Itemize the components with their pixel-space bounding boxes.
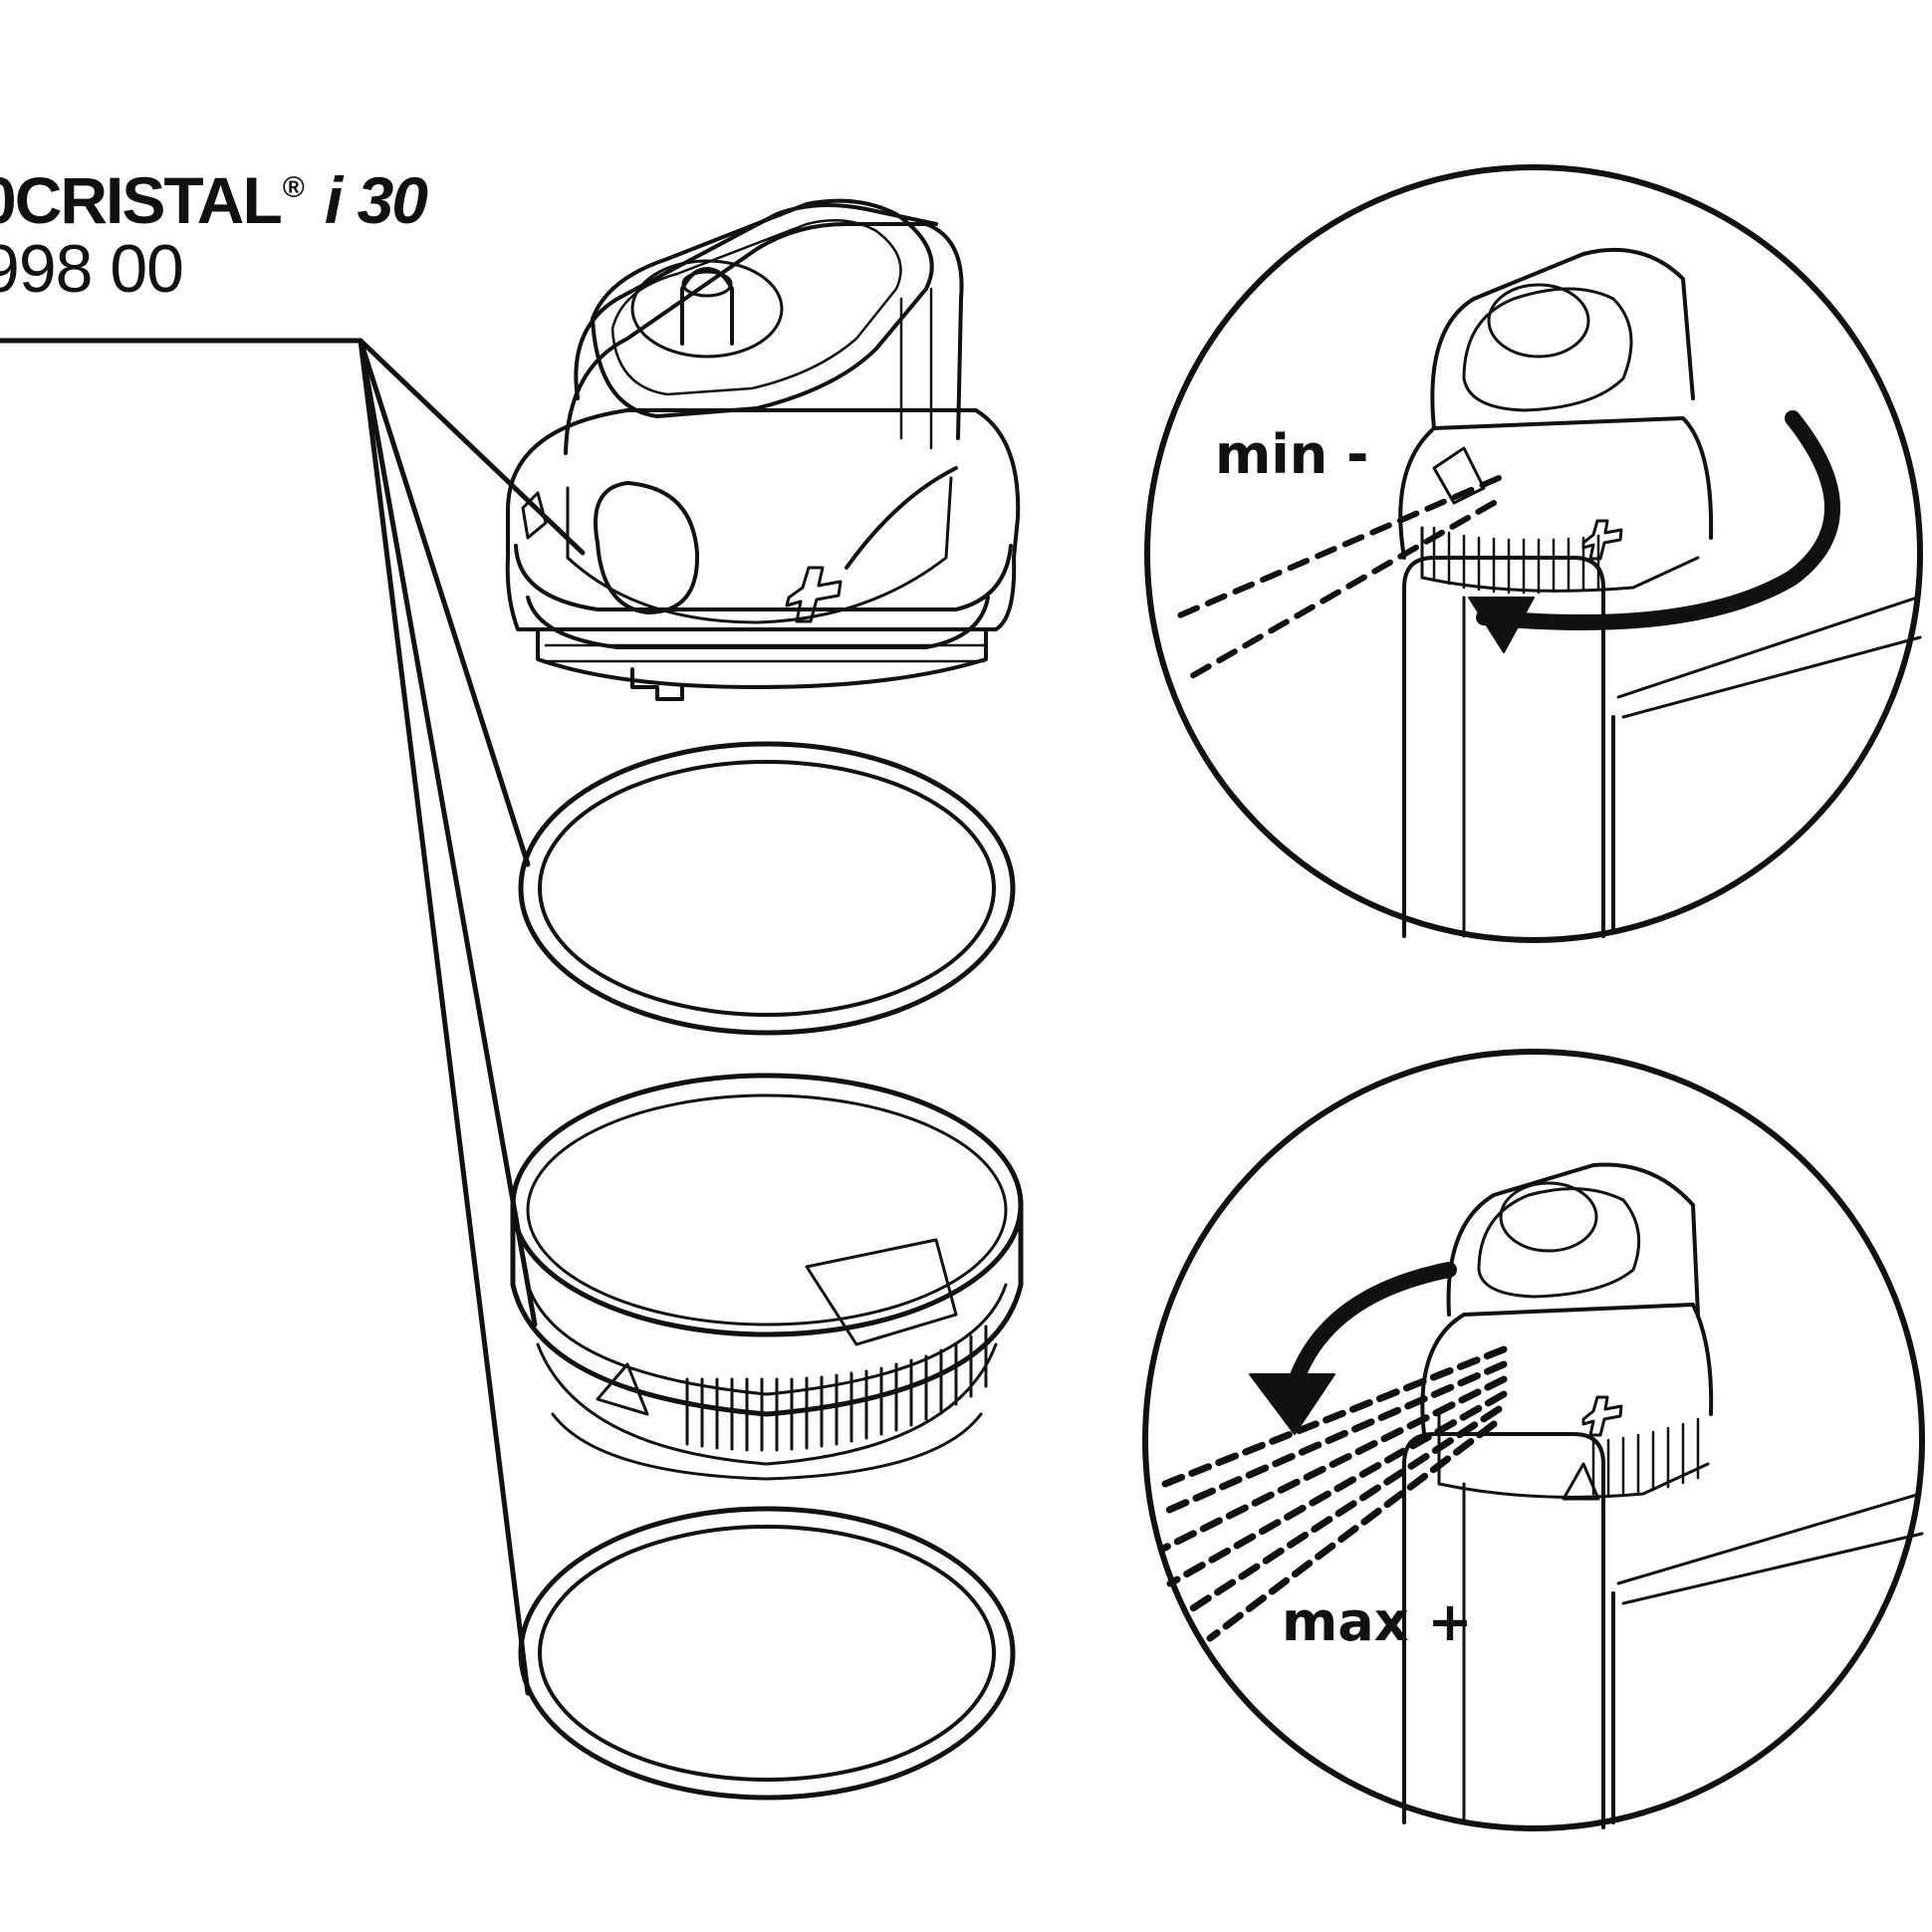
product-model: i 30 — [324, 163, 428, 237]
product-brand: 0CRISTAL — [0, 163, 283, 237]
detail-circle-max — [1142, 1049, 1925, 1831]
max-label: max + — [1282, 1590, 1473, 1653]
lower-seal-ring-part — [518, 1506, 1016, 1801]
product-title: 0CRISTAL®i 30 — [0, 167, 428, 233]
callout-line-ring-nut — [358, 338, 538, 1328]
head-unit-part — [505, 198, 1021, 701]
min-label: min - — [1215, 423, 1369, 486]
callout-line-upper-seal — [358, 338, 531, 867]
detail-circle-min — [1144, 164, 1923, 943]
part-number: 998 00 — [0, 231, 184, 307]
callout-lines — [0, 338, 586, 1696]
ring-nut-grip-ridges — [685, 1325, 988, 1452]
min-rotation-arrow — [1476, 410, 1840, 630]
registered-mark: ® — [282, 171, 305, 204]
ring-nut-part — [510, 1073, 1024, 1481]
max-rotation-arrow — [1287, 1262, 1457, 1392]
callout-line-lower-seal — [358, 338, 531, 1696]
max-dial-ridges — [1591, 1417, 1700, 1496]
max-spray-dashes — [1156, 1345, 1508, 1642]
upper-seal-ring-part — [518, 741, 1016, 1036]
min-spray-dashes — [1172, 475, 1502, 680]
min-dial-ridges — [1432, 526, 1600, 595]
